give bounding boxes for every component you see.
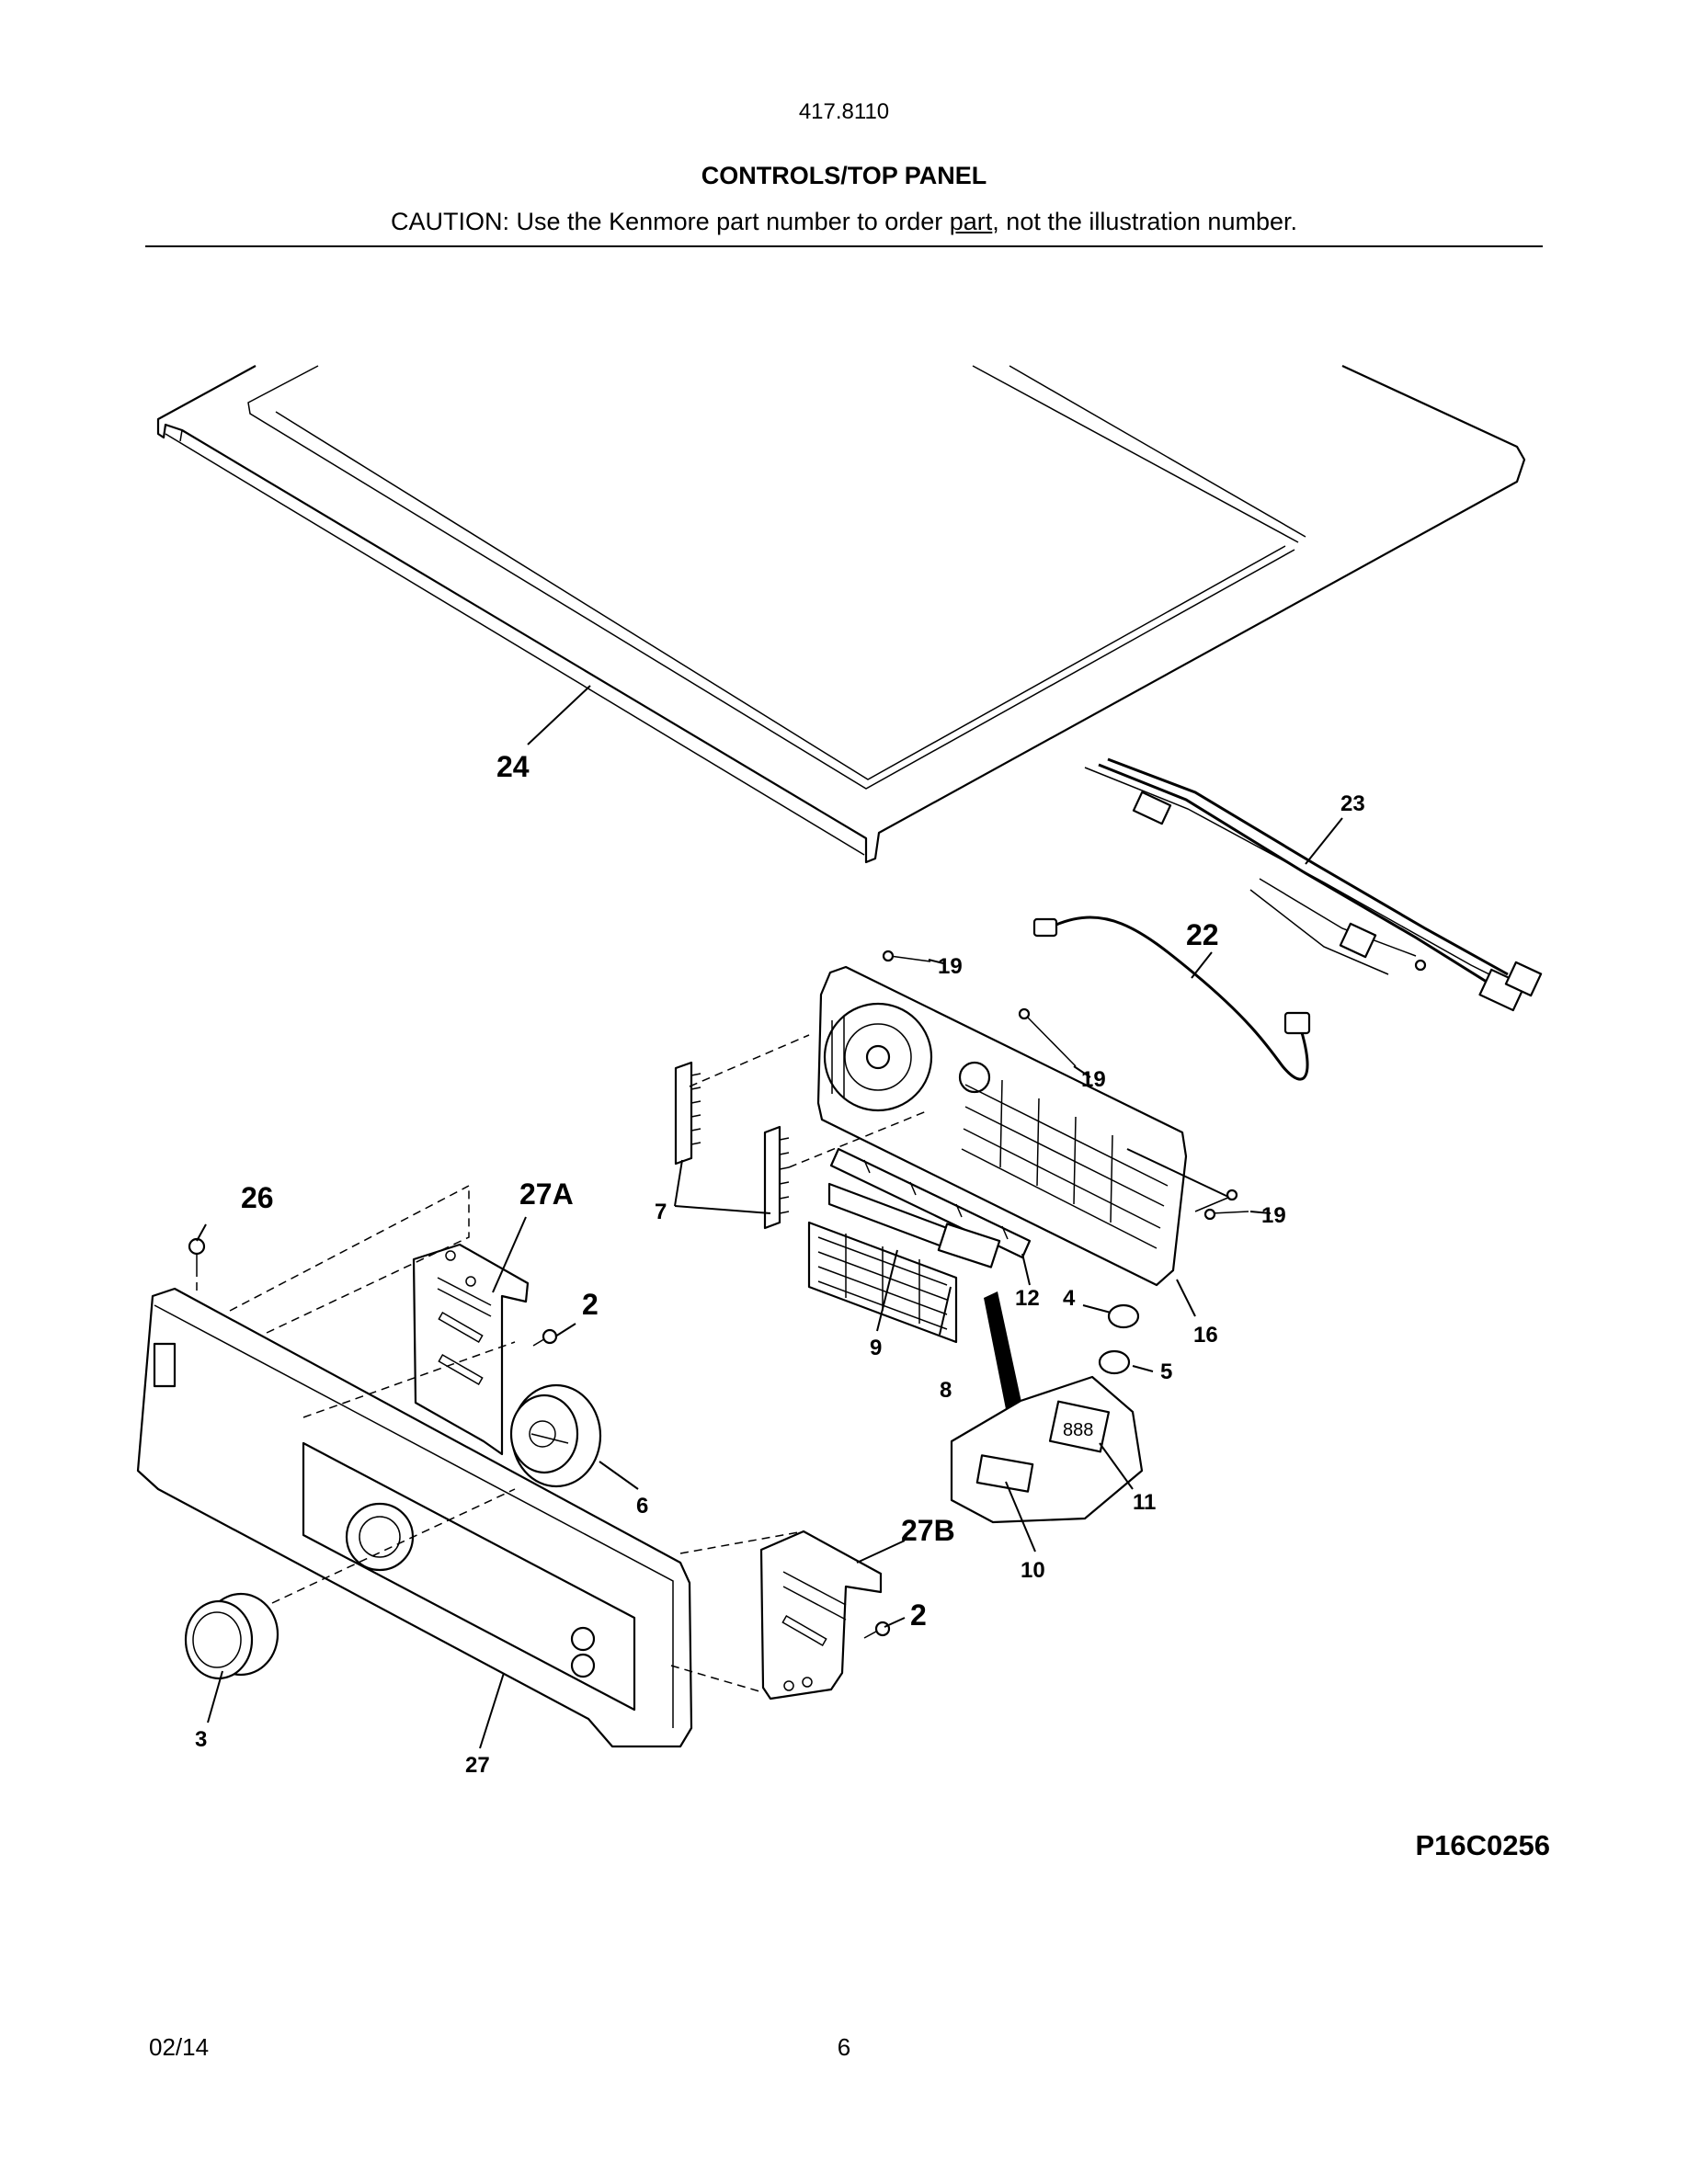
- leader-lines: [196, 685, 1343, 1749]
- callout-4: 4: [1063, 1286, 1076, 1311]
- callout-2-lower: 2: [910, 1598, 927, 1632]
- callout-8: 8: [940, 1378, 952, 1403]
- callout-16: 16: [1193, 1323, 1218, 1348]
- callout-19-mid: 19: [1081, 1067, 1106, 1092]
- knob-part: [184, 1592, 279, 1680]
- console-part: [136, 1287, 693, 1748]
- alignment-lines: [196, 1034, 930, 1692]
- button-assembly-part: [827, 1182, 1001, 1268]
- light-pipe-part: [674, 1061, 790, 1230]
- knob-insert-parts: [1098, 1303, 1140, 1375]
- caution-text-end: , not the illustration number.: [992, 208, 1297, 235]
- callout-10: 10: [1021, 1558, 1045, 1583]
- footer-date: 02/14: [149, 2033, 210, 2061]
- callout-5: 5: [1160, 1359, 1172, 1384]
- callout-19-top: 19: [938, 954, 963, 979]
- callout-27b: 27B: [901, 1514, 955, 1547]
- callout-7: 7: [655, 1200, 667, 1224]
- callout-9: 9: [870, 1336, 882, 1360]
- display-detail-inset: 888: [950, 1291, 1144, 1524]
- keypad-part: [807, 1221, 958, 1344]
- caution-note: CAUTION: Use the Kenmore part number to …: [0, 208, 1688, 236]
- callout-3: 3: [195, 1727, 207, 1752]
- wire-harness-part: [1084, 757, 1543, 1012]
- callout-12: 12: [1015, 1286, 1040, 1311]
- control-board-part: [816, 965, 1188, 1287]
- callout-24: 24: [496, 750, 530, 783]
- callout-27: 27: [465, 1753, 490, 1778]
- callout-labels: 24 23 22 19 19 19 16 12 4 5 7 9 8 26 27A…: [195, 750, 1365, 1778]
- svg-text:888: 888: [1063, 1420, 1093, 1440]
- caution-text-start: CAUTION: Use the Kenmore part number to …: [391, 208, 950, 235]
- page-title: CONTROLS/TOP PANEL: [701, 162, 987, 189]
- callout-11: 11: [1133, 1490, 1156, 1515]
- selector-switch-part: [509, 1383, 602, 1488]
- callout-23: 23: [1340, 791, 1365, 816]
- callout-19-right: 19: [1261, 1203, 1286, 1228]
- callout-2-upper: 2: [582, 1288, 599, 1321]
- callout-26: 26: [241, 1181, 274, 1214]
- caution-underlined-word: part: [949, 208, 993, 235]
- drawing-reference: P16C0256: [1415, 1829, 1550, 1861]
- callout-22: 22: [1186, 918, 1219, 951]
- bracket-a-part: [412, 1243, 530, 1456]
- callout-27a: 27A: [519, 1177, 574, 1211]
- page-number: 6: [837, 2033, 851, 2061]
- model-number: 417.8110: [798, 99, 890, 124]
- sensor-harness-part: [1032, 916, 1311, 1081]
- screw-parts: [882, 950, 1249, 1221]
- top-panel-part: [156, 365, 1526, 864]
- bracket-b-part: [759, 1530, 883, 1701]
- callout-6: 6: [636, 1494, 648, 1519]
- header-rule: [145, 245, 1543, 247]
